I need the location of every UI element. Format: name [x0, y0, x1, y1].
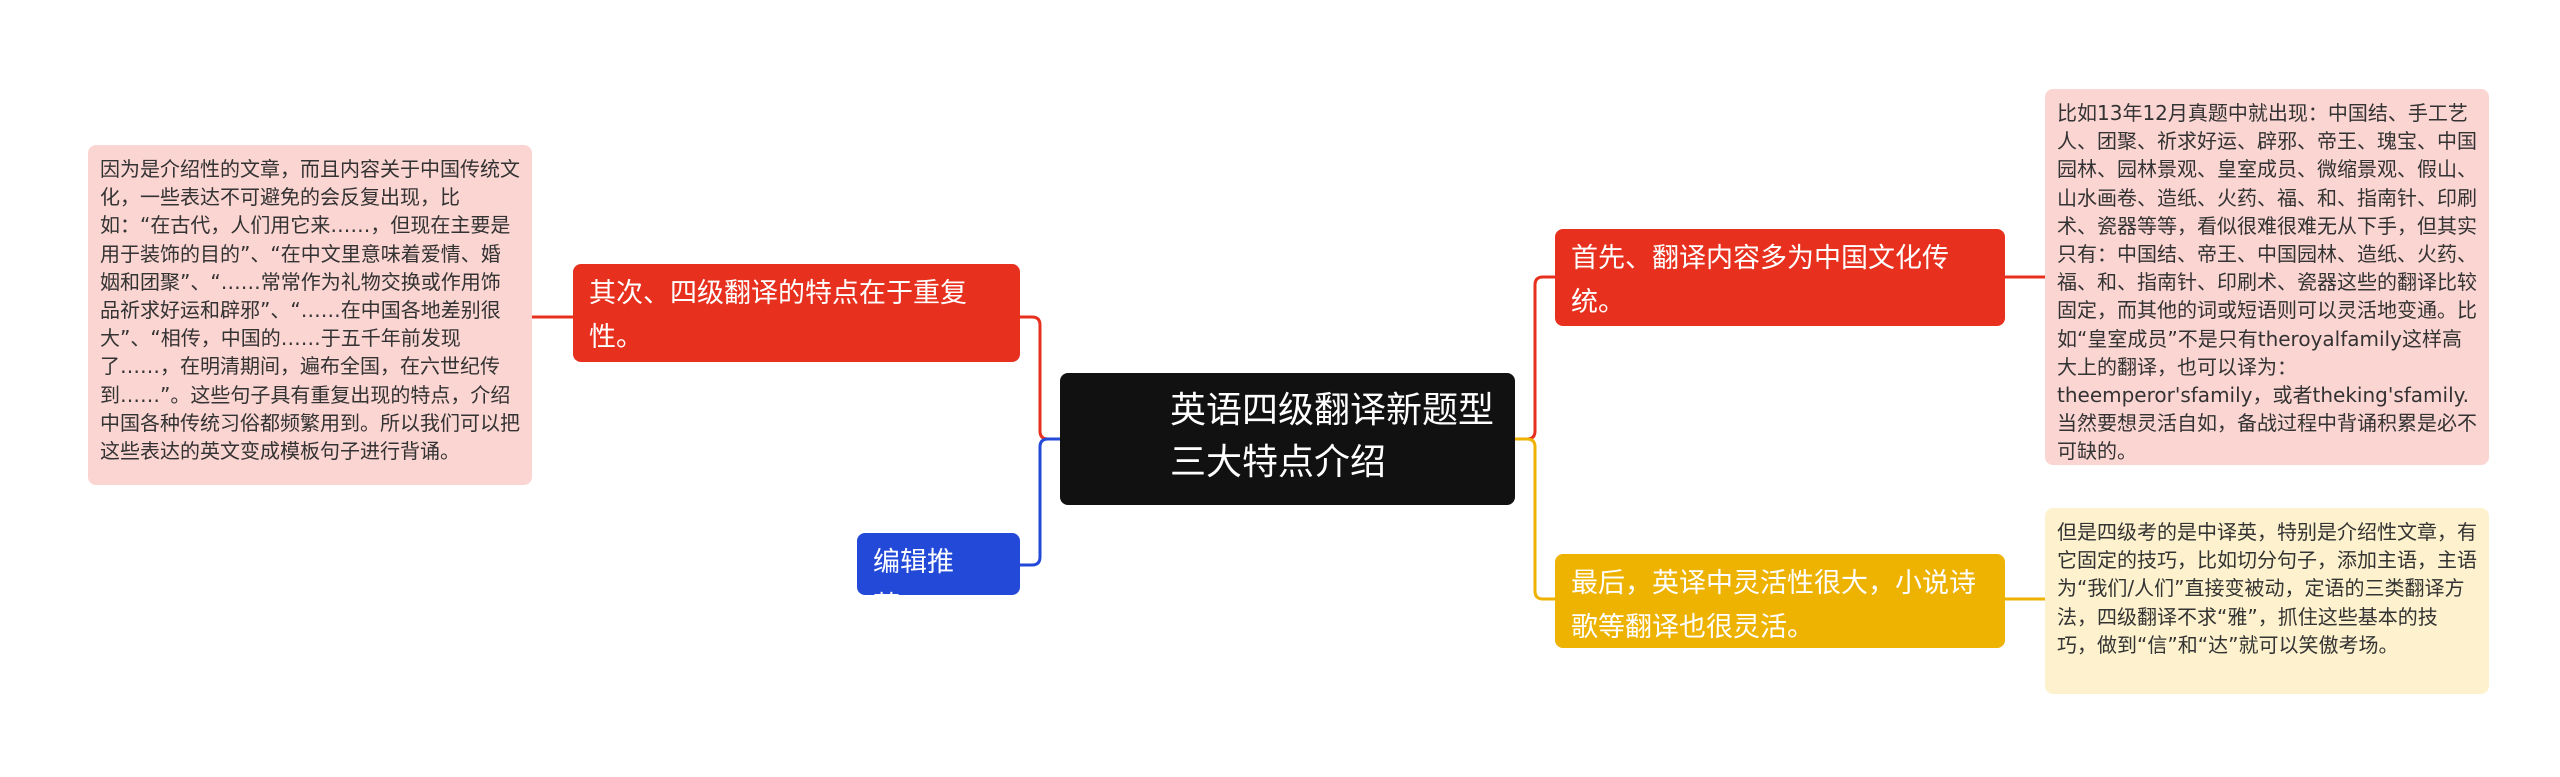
connector-root-to-recommend — [1020, 437, 1060, 567]
branch-flexibility[interactable]: 最后，英译中灵活性很大，小说诗歌等翻译也很灵活。 — [1555, 554, 2005, 648]
branch-flexibility-label: 最后，英译中灵活性很大，小说诗歌等翻译也很灵活。 — [1571, 568, 1976, 643]
branch-culture-label: 首先、翻译内容多为中国文化传统。 — [1571, 243, 1949, 318]
branch-culture[interactable]: 首先、翻译内容多为中国文化传统。 — [1555, 229, 2005, 326]
detail-repetition[interactable]: 因为是介绍性的文章，而且内容关于中国传统文化，一些表达不可避免的会反复出现，比如… — [88, 145, 532, 485]
detail-culture-text: 比如13年12月真题中就出现：中国结、手工艺人、团聚、祈求好运、辟邪、帝王、瑰宝… — [2057, 101, 2477, 464]
branch-recommend-label: 编辑推荐： — [873, 547, 954, 622]
branch-repetition-label: 其次、四级翻译的特点在于重复性。 — [589, 278, 967, 353]
branch-repetition[interactable]: 其次、四级翻译的特点在于重复性。 — [573, 264, 1020, 362]
central-topic[interactable]: 英语四级翻译新题型 三大特点介绍 — [1060, 373, 1515, 505]
detail-culture[interactable]: 比如13年12月真题中就出现：中国结、手工艺人、团聚、祈求好运、辟邪、帝王、瑰宝… — [2045, 89, 2489, 465]
connector-root-to-repetition — [1020, 315, 1060, 441]
connector-root-to-culture — [1515, 275, 1555, 441]
detail-repetition-text: 因为是介绍性的文章，而且内容关于中国传统文化，一些表达不可避免的会反复出现，比如… — [100, 157, 520, 464]
branch-recommend[interactable]: 编辑推荐： — [857, 533, 1020, 622]
connector-root-to-flexibility — [1515, 437, 1555, 601]
detail-flexibility-text: 但是四级考的是中译英，特别是介绍性文章，有它固定的技巧，比如切分句子，添加主语，… — [2057, 520, 2477, 657]
central-topic-line1: 英语四级翻译新题型 — [1170, 390, 1495, 431]
central-topic-line2: 三大特点介绍 — [1170, 442, 1387, 483]
detail-flexibility[interactable]: 但是四级考的是中译英，特别是介绍性文章，有它固定的技巧，比如切分句子，添加主语，… — [2045, 508, 2489, 694]
